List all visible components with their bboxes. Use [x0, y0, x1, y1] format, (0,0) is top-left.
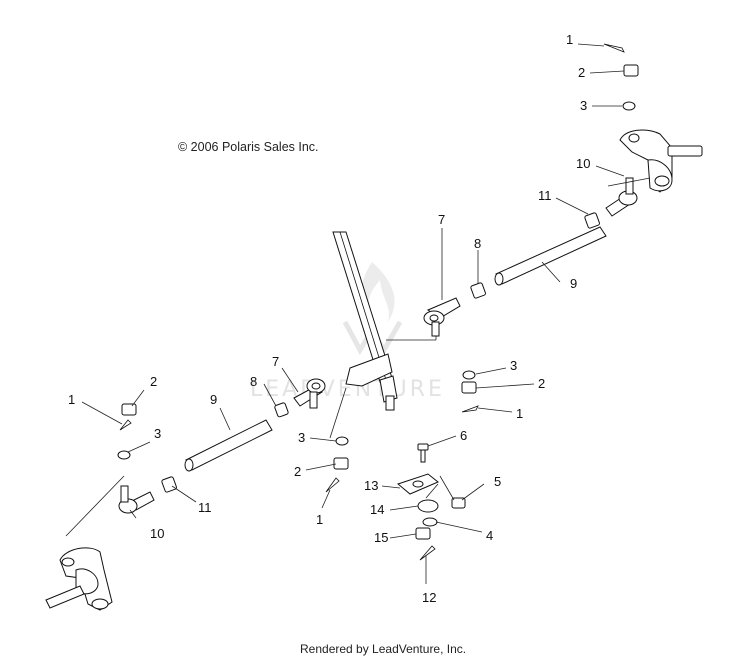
callout-4: 4: [486, 528, 493, 543]
callout-10-left: 10: [150, 526, 164, 541]
callout-2-left: 2: [150, 374, 157, 389]
callout-3-mid-right: 3: [510, 358, 517, 373]
spindle-right: [619, 129, 703, 193]
copyright-text: © 2006 Polaris Sales Inc.: [178, 140, 319, 154]
callout-12: 12: [422, 590, 436, 605]
callout-2-mid-right: 2: [538, 376, 545, 391]
cotter-pin-mid-right: [461, 405, 479, 413]
outer-rod-end-left: [118, 485, 155, 514]
bolt-6: [417, 443, 429, 463]
jam-nut-11-left: [161, 476, 177, 493]
callout-11-right: 11: [538, 188, 552, 203]
callout-1-top: 1: [566, 32, 573, 47]
callout-10-right: 10: [576, 156, 590, 171]
tie-rod-tube-left: [184, 419, 273, 472]
jam-nut-right: [470, 282, 486, 299]
bushing: [417, 499, 439, 513]
cotter-pin-top: [603, 43, 625, 53]
leader-lines: [65, 43, 651, 584]
callout-3-top: 3: [580, 98, 587, 113]
callout-11-left: 11: [198, 500, 212, 515]
callout-7-right: 7: [438, 212, 445, 227]
washer-4: [422, 517, 438, 527]
callout-1-mid-left: 1: [316, 512, 323, 527]
tie-rod-end-right: [423, 297, 461, 337]
callout-labels: 1 2 3 10 11 7 8 9 3 2 1 7 8 1 2 3 9 3 2 …: [68, 32, 590, 605]
callout-9-right: 9: [570, 276, 577, 291]
callout-15: 15: [374, 530, 388, 545]
watermark-text: LEADVENTURE: [250, 377, 445, 402]
spindle-left: [45, 547, 113, 611]
callout-9-left: 9: [210, 392, 217, 407]
washer-top: [622, 101, 636, 111]
jam-nut-11-right: [584, 212, 600, 229]
castle-nut-left: [121, 403, 137, 416]
callout-14: 14: [370, 502, 384, 517]
cotter-pin-12: [419, 545, 436, 561]
callout-8-right: 8: [474, 236, 481, 251]
leadventure-watermark: LEADVENTURE: [250, 262, 445, 402]
callout-13: 13: [364, 478, 378, 493]
callout-5: 5: [494, 474, 501, 489]
castle-nut-mid-left: [333, 457, 349, 470]
castle-nut-15: [415, 527, 431, 540]
castle-nut-top: [623, 64, 639, 77]
nut-5: [451, 497, 466, 509]
callout-7-left: 7: [272, 354, 279, 369]
callout-3-left: 3: [154, 426, 161, 441]
cotter-pin-mid-left: [325, 477, 340, 493]
callout-2-mid-left: 2: [294, 464, 301, 479]
bearing-plate: [396, 473, 439, 495]
tie-rod-tube-right: [494, 226, 607, 286]
cotter-pin-left: [119, 419, 132, 431]
callout-8-left: 8: [250, 374, 257, 389]
steering-post: [332, 231, 437, 411]
footer-text: Rendered by LeadVenture, Inc.: [300, 642, 466, 656]
callout-1-left: 1: [68, 392, 75, 407]
callout-6: 6: [460, 428, 467, 443]
callout-3-mid-left: 3: [298, 430, 305, 445]
callout-2-top: 2: [578, 65, 585, 80]
washer-mid-left: [335, 436, 349, 446]
jam-nut-left: [274, 402, 289, 418]
callout-1-mid-right: 1: [516, 406, 523, 421]
castle-nut-mid-right: [461, 381, 477, 394]
tie-rod-end-left: [293, 378, 326, 409]
outer-rod-end-right: [605, 177, 638, 217]
washer-mid-right: [462, 370, 476, 380]
washer-left: [117, 450, 131, 460]
